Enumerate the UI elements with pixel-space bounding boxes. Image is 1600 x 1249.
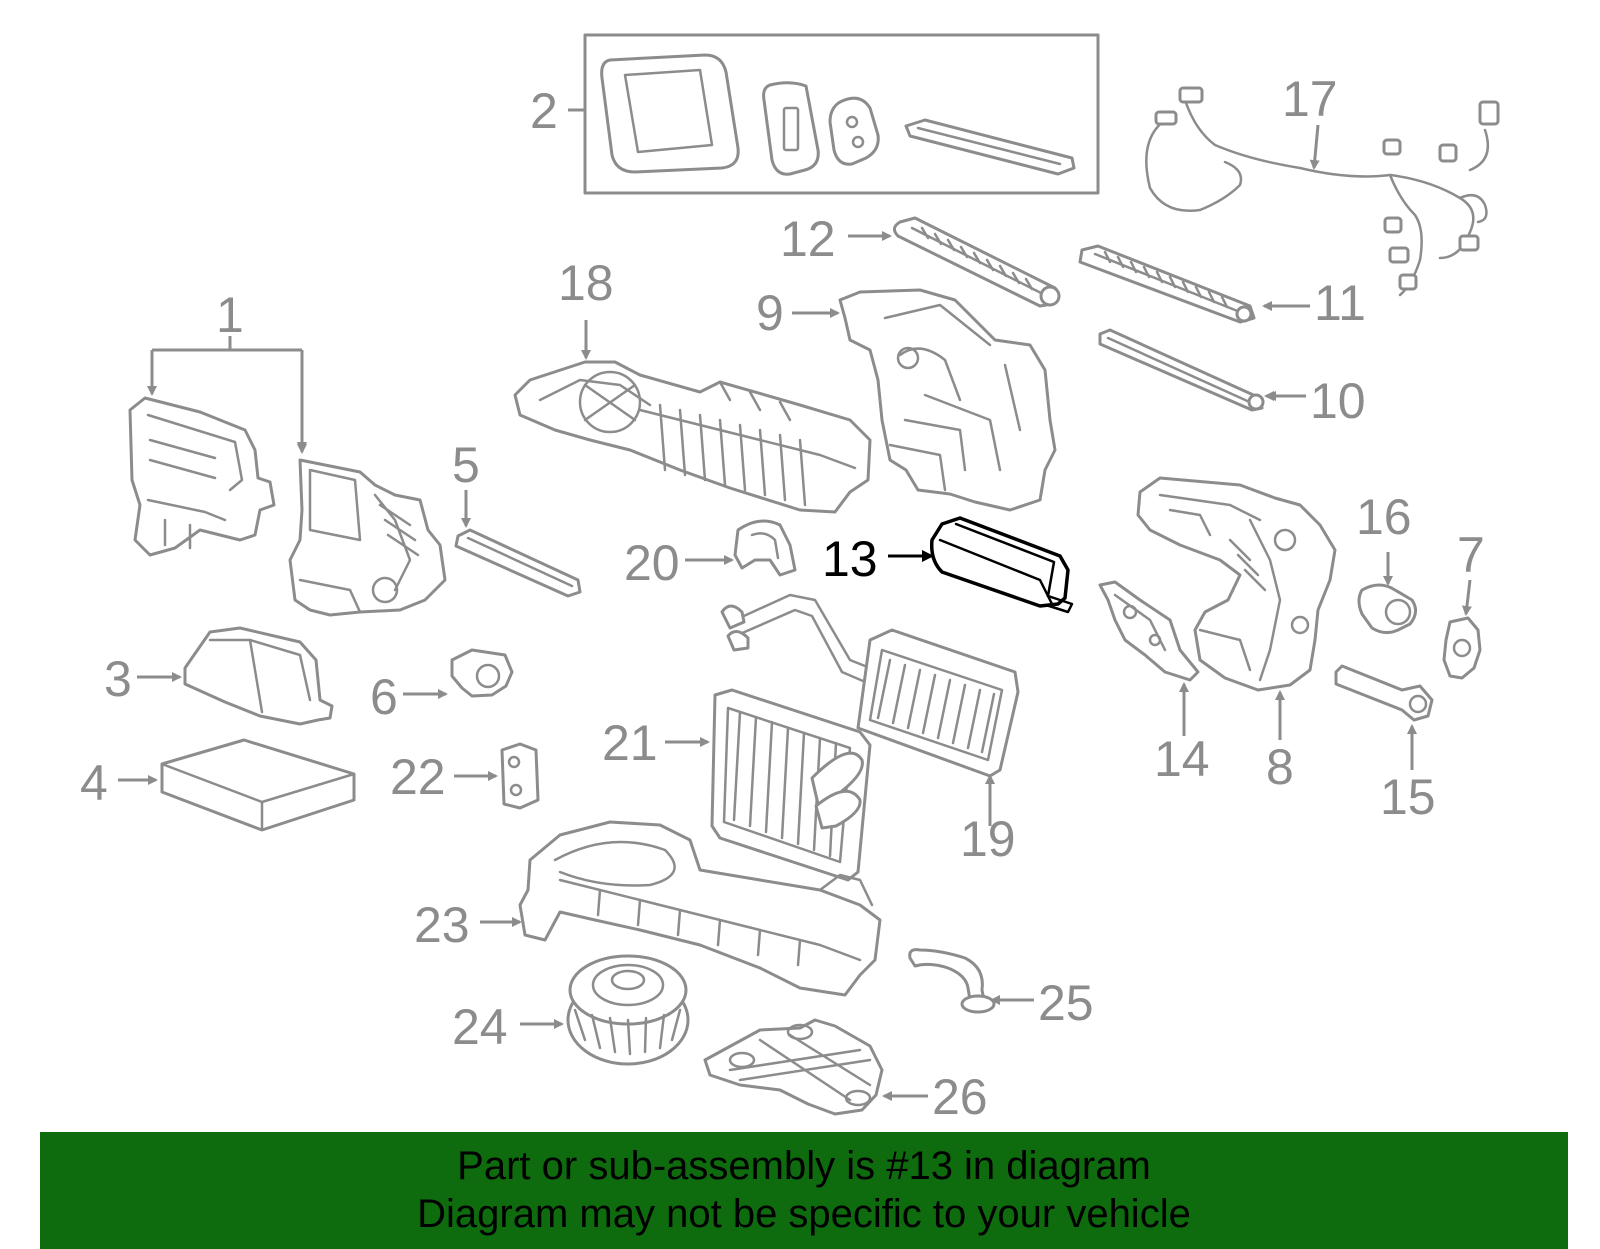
info-banner: Part or sub-assembly is #13 in diagram D… (40, 1132, 1568, 1249)
callout-25: 25 (1038, 975, 1094, 1031)
callout-18: 18 (558, 255, 614, 311)
part-4-cabin-filter[interactable] (160, 738, 356, 832)
callout-12: 12 (780, 211, 836, 267)
part-5-filter-strip[interactable] (454, 528, 582, 598)
part-23-lower-case[interactable] (518, 820, 882, 997)
callout-26: 26 (932, 1069, 988, 1125)
part-24-blower-motor[interactable] (566, 954, 690, 1066)
callout-10: 10 (1310, 373, 1366, 429)
part-9-upper-case[interactable] (838, 288, 1057, 512)
part-8-main-case[interactable] (1136, 476, 1337, 692)
callout-24: 24 (452, 999, 508, 1055)
part-26-mounting-plate[interactable] (703, 1018, 884, 1116)
callout-13: 13 (822, 531, 878, 587)
callout-9: 9 (756, 285, 784, 341)
callout-14: 14 (1154, 731, 1210, 787)
part-3-cover[interactable] (183, 626, 334, 726)
part-14-seal[interactable] (1098, 580, 1200, 682)
callout-6: 6 (370, 669, 398, 725)
callout-23: 23 (414, 897, 470, 953)
callout-8: 8 (1266, 739, 1294, 795)
part-12-actuator-link[interactable] (893, 216, 1061, 308)
part-22-expansion-valve[interactable] (500, 742, 540, 810)
part-16-sensor[interactable] (1357, 583, 1417, 635)
part-15-rod[interactable] (1334, 664, 1434, 722)
callout-2: 2 (530, 83, 558, 139)
part-11-door-link[interactable] (1078, 244, 1256, 324)
part-20-bracket[interactable] (733, 519, 797, 577)
callout-16: 16 (1356, 489, 1412, 545)
part-19-heater-core[interactable] (720, 593, 1020, 778)
callout-19: 19 (960, 811, 1016, 867)
callout-4: 4 (80, 755, 108, 811)
part-17-wiring-harness[interactable] (1145, 86, 1500, 297)
callout-3: 3 (104, 651, 132, 707)
leader-lines (118, 108, 1472, 1101)
banner-line-2: Diagram may not be specific to your vehi… (417, 1192, 1191, 1236)
callout-20: 20 (624, 535, 680, 591)
part-6-sensor-bracket[interactable] (450, 648, 514, 698)
callout-7: 7 (1457, 527, 1485, 583)
callout-1: 1 (216, 287, 244, 343)
part-13-highlighted[interactable] (929, 516, 1074, 614)
part-1-air-inlet[interactable] (128, 396, 447, 617)
part-10-door-link[interactable] (1098, 328, 1265, 412)
part-25-drain-hose[interactable] (908, 948, 996, 1014)
callout-labels: 1 2 3 4 5 6 7 8 9 10 11 12 13 14 15 16 1… (80, 71, 1485, 1125)
callout-15: 15 (1380, 769, 1436, 825)
part-7-actuator[interactable] (1442, 616, 1482, 680)
part-18-rear-case[interactable] (513, 360, 872, 514)
callout-17: 17 (1282, 71, 1338, 127)
callout-22: 22 (390, 749, 446, 805)
callout-21: 21 (602, 715, 658, 771)
callout-5: 5 (452, 437, 480, 493)
banner-line-1: Part or sub-assembly is #13 in diagram (457, 1144, 1151, 1188)
part-21-evaporator[interactable] (710, 688, 872, 882)
part-2-seal-kit[interactable] (583, 33, 1100, 195)
callout-11: 11 (1314, 275, 1366, 331)
